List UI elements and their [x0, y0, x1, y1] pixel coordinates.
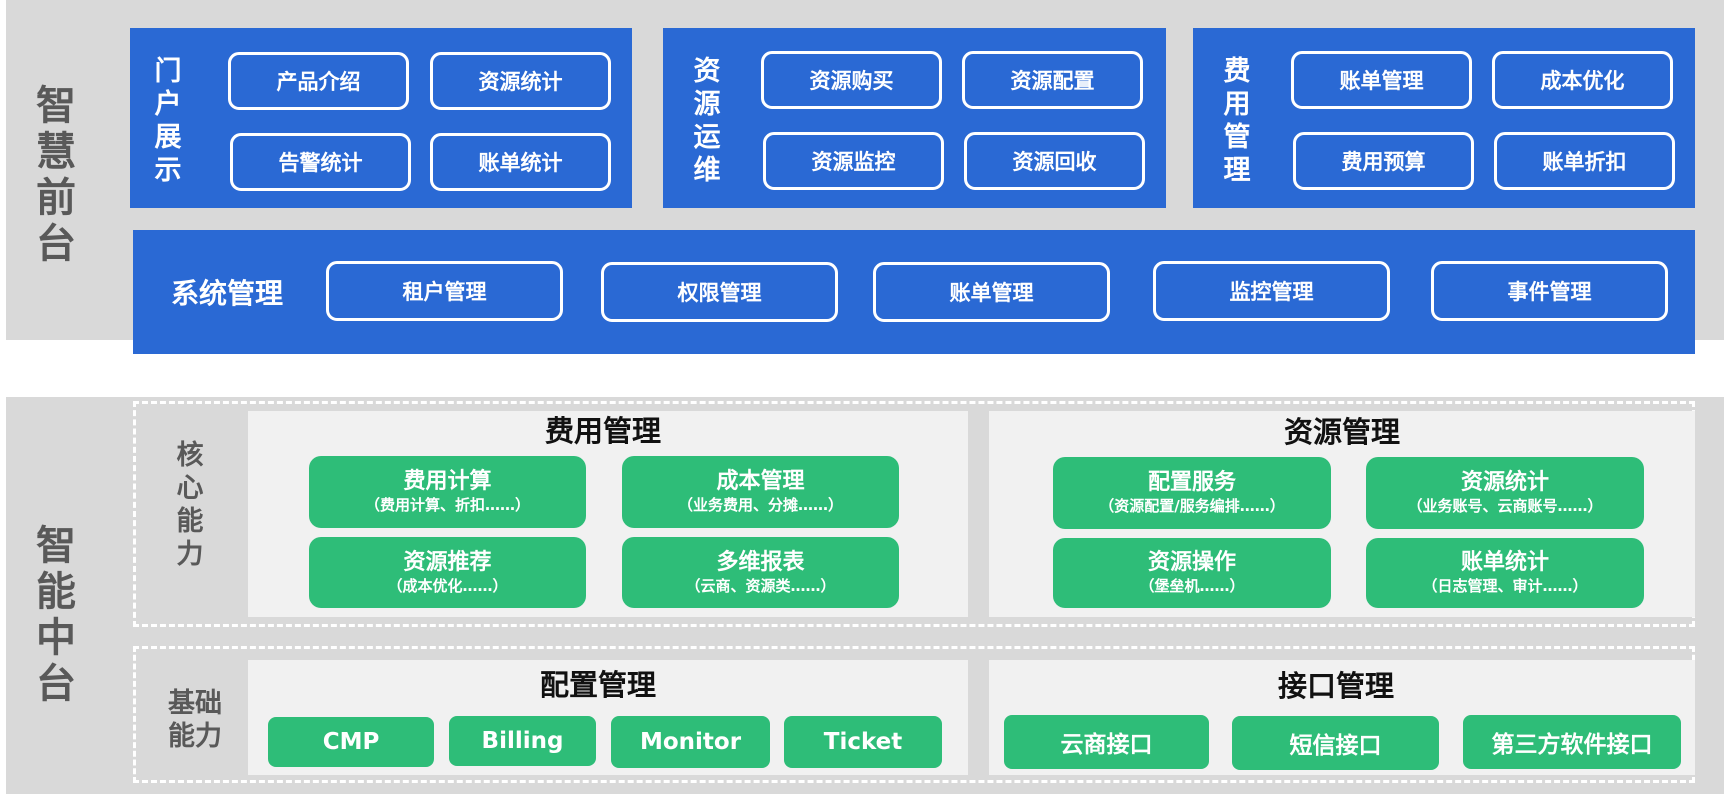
- bill-manage-button[interactable]: 账单管理: [873, 262, 1110, 322]
- resource-manage-title: 资源管理: [1283, 415, 1400, 449]
- resource-monitor-button[interactable]: 资源监控: [763, 132, 944, 190]
- card-title: 资源操作: [1147, 550, 1236, 575]
- resource-stats-button[interactable]: 资源统计: [430, 52, 611, 110]
- config-manage-panel: 配置管理 CMP Billing Monitor Ticket: [248, 660, 968, 775]
- title-line: 基础: [168, 688, 222, 719]
- billing-card[interactable]: Billing: [449, 716, 596, 766]
- cost-optimize-button[interactable]: 成本优化: [1492, 51, 1673, 109]
- portal-panel: 门 户 展 示 产品介绍 资源统计 告警统计 账单统计: [130, 28, 632, 208]
- title-char: 中: [36, 615, 76, 661]
- title-char: 理: [1223, 155, 1251, 186]
- multi-report-card[interactable]: 多维报表 （云商、资源类……）: [622, 537, 899, 608]
- title-line: 能力: [168, 721, 222, 752]
- alarm-stats-button[interactable]: 告警统计: [230, 133, 411, 191]
- title-char: 管: [1223, 122, 1251, 153]
- card-title: 多维报表: [716, 549, 805, 575]
- ops-title: 资 源 运 维: [689, 46, 725, 196]
- title-char: 台: [36, 221, 76, 267]
- middle-layer-title: 智 能 中 台: [30, 520, 82, 710]
- title-char: 示: [154, 155, 182, 186]
- resource-reclaim-button[interactable]: 资源回收: [964, 132, 1145, 190]
- resource-recommend-card[interactable]: 资源推荐 （成本优化……）: [309, 537, 586, 608]
- third-party-interface-card[interactable]: 第三方软件接口: [1463, 715, 1681, 769]
- cost-manage-card[interactable]: 成本管理 （业务费用、分摊……）: [622, 456, 899, 528]
- fee-manage-title: 费用管理: [544, 414, 661, 448]
- front-layer-title: 智 慧 前 台: [30, 83, 82, 267]
- title-char: 运: [693, 122, 721, 153]
- resource-stats-card[interactable]: 资源统计 （业务账号、云商账号……）: [1366, 457, 1644, 529]
- monitor-manage-button[interactable]: 监控管理: [1153, 261, 1390, 321]
- card-subtitle: （日志管理、审计……）: [1422, 577, 1588, 595]
- fee-calc-card[interactable]: 费用计算 （费用计算、折扣……）: [309, 456, 586, 528]
- interface-manage-panel: 接口管理 云商接口 短信接口 第三方软件接口: [989, 660, 1695, 775]
- title-char: 核: [176, 440, 204, 471]
- resource-buy-button[interactable]: 资源购买: [761, 51, 942, 109]
- title-char: 慧: [36, 129, 76, 175]
- title-char: 智: [36, 83, 76, 129]
- fee-budget-button[interactable]: 费用预算: [1293, 132, 1474, 190]
- card-subtitle: （资源配置/服务编排……）: [1099, 497, 1285, 515]
- bill-discount-button[interactable]: 账单折扣: [1494, 132, 1675, 190]
- bill-stats-card[interactable]: 账单统计 （日志管理、审计……）: [1366, 538, 1644, 608]
- ticket-card[interactable]: Ticket: [784, 716, 942, 768]
- portal-title: 门 户 展 示: [150, 46, 186, 196]
- product-intro-button[interactable]: 产品介绍: [228, 52, 409, 110]
- resource-config-button[interactable]: 资源配置: [962, 51, 1143, 109]
- title-char: 能: [36, 569, 76, 615]
- title-char: 心: [176, 473, 204, 504]
- core-capability-title: 核 心 能 力: [170, 435, 210, 575]
- cost-title: 费 用 管 理: [1219, 46, 1255, 196]
- tenant-manage-button[interactable]: 租户管理: [326, 261, 563, 321]
- title-char: 资: [693, 56, 721, 87]
- title-char: 源: [693, 89, 721, 120]
- card-subtitle: （费用计算、折扣……）: [364, 496, 530, 514]
- bill-manage-button[interactable]: 账单管理: [1291, 51, 1472, 109]
- card-title: 费用计算: [403, 469, 492, 494]
- title-char: 前: [36, 175, 76, 221]
- card-subtitle: （成本优化……）: [387, 576, 508, 595]
- event-manage-button[interactable]: 事件管理: [1431, 261, 1668, 321]
- title-char: 费: [1223, 56, 1251, 87]
- card-title: 成本管理: [716, 469, 805, 494]
- config-service-card[interactable]: 配置服务 （资源配置/服务编排……）: [1053, 457, 1331, 529]
- sms-interface-card[interactable]: 短信接口: [1232, 716, 1439, 770]
- fee-manage-panel: 费用管理 费用计算 （费用计算、折扣……） 成本管理 （业务费用、分摊……） 资…: [248, 411, 968, 617]
- title-char: 户: [154, 89, 182, 120]
- title-char: 展: [154, 122, 182, 153]
- system-title: 系统管理: [171, 277, 284, 310]
- system-panel: 系统管理 租户管理 权限管理 账单管理 监控管理 事件管理: [133, 230, 1695, 354]
- permission-manage-button[interactable]: 权限管理: [601, 262, 838, 322]
- config-manage-title: 配置管理: [539, 668, 656, 702]
- card-subtitle: （业务账号、云商账号……）: [1407, 497, 1603, 515]
- card-subtitle: （云商、资源类……）: [685, 576, 836, 595]
- cloud-vendor-interface-card[interactable]: 云商接口: [1004, 715, 1209, 769]
- ops-panel: 资 源 运 维 资源购买 资源配置 资源监控 资源回收: [663, 28, 1166, 208]
- interface-manage-title: 接口管理: [1277, 669, 1394, 703]
- resource-operation-card[interactable]: 资源操作 （堡垒机……）: [1053, 538, 1331, 608]
- cmp-card[interactable]: CMP: [268, 717, 434, 767]
- base-capability-title: 基础 能力: [155, 680, 235, 760]
- card-title: 资源推荐: [403, 549, 492, 575]
- monitor-card[interactable]: Monitor: [611, 716, 770, 768]
- title-char: 力: [176, 539, 204, 570]
- title-char: 智: [36, 523, 76, 569]
- card-title: 资源统计: [1460, 470, 1549, 495]
- title-char: 维: [693, 155, 721, 186]
- card-subtitle: （业务费用、分摊……）: [677, 496, 843, 514]
- card-title: 账单统计: [1460, 550, 1549, 575]
- title-char: 能: [176, 506, 204, 537]
- title-char: 门: [154, 56, 182, 87]
- title-char: 台: [36, 661, 76, 707]
- card-title: 配置服务: [1147, 470, 1236, 495]
- cost-panel: 费 用 管 理 账单管理 成本优化 费用预算 账单折扣: [1193, 28, 1695, 208]
- resource-manage-panel: 资源管理 配置服务 （资源配置/服务编排……） 资源统计 （业务账号、云商账号……: [989, 411, 1695, 617]
- card-subtitle: （堡垒机……）: [1139, 577, 1245, 595]
- bill-stats-button[interactable]: 账单统计: [430, 133, 611, 191]
- title-char: 用: [1223, 89, 1251, 120]
